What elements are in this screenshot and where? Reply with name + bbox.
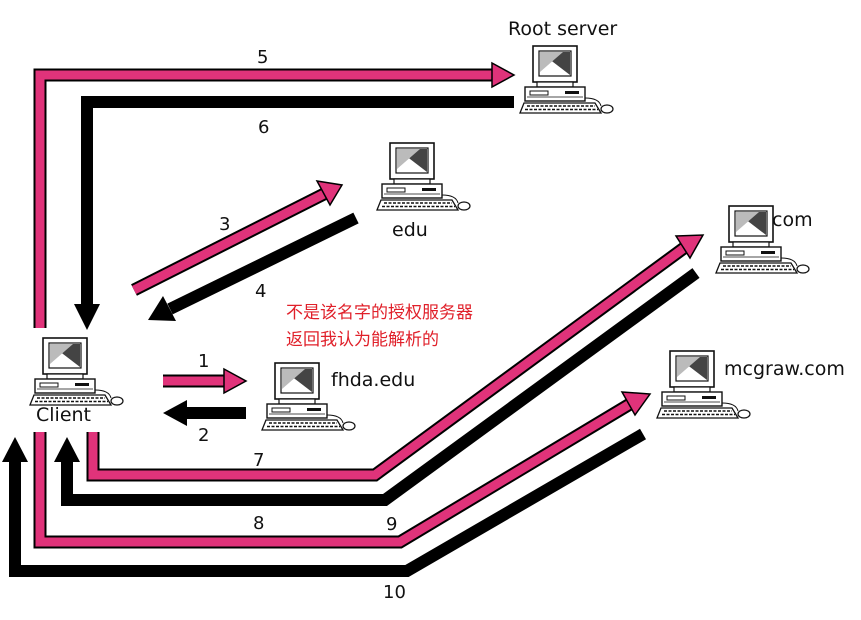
edu-server-computer-icon (376, 142, 471, 211)
arrow-9-head (620, 391, 652, 417)
step-9-label: 9 (386, 514, 397, 535)
arrow-7-outline (86, 242, 688, 482)
arrow-10-response (9, 428, 647, 577)
step-3-label: 3 (219, 214, 230, 235)
arrow-9-request (35, 400, 633, 547)
arrow-4-head (148, 296, 176, 321)
arrow-6-head (74, 304, 100, 330)
arrow-3-head (315, 180, 344, 207)
arrow-7-request (88, 244, 687, 480)
note-line-2: 返回我认为能解析的 (286, 330, 439, 350)
arrow-4-response (167, 212, 359, 315)
step-8-label: 8 (253, 513, 264, 534)
root-server-label: Root server (508, 18, 617, 40)
edu-label: edu (392, 219, 428, 241)
root-server-computer-icon (519, 45, 614, 114)
step-4-label: 4 (255, 281, 266, 302)
arrow-10-head (2, 437, 28, 462)
arrow-1-head (223, 367, 248, 395)
note-line-1: 不是该名字的授权服务器 (286, 303, 473, 323)
step-6-label: 6 (258, 117, 269, 138)
step-1-label: 1 (198, 351, 209, 372)
arrow-7-head (674, 234, 705, 260)
arrow-5-request (35, 70, 495, 328)
arrow-8-head (54, 437, 80, 462)
step-2-label: 2 (198, 425, 209, 446)
arrow-2-head (163, 400, 187, 426)
step-5-label: 5 (257, 47, 268, 68)
fhda-label: fhda.edu (331, 369, 415, 391)
client-label: Client (36, 404, 91, 426)
step-10-label: 10 (383, 582, 406, 603)
arrow-6-response (81, 96, 514, 307)
mcgraw-label: mcgraw.com (724, 358, 845, 380)
arrow-5-head (491, 61, 516, 89)
arrow-3-request (131, 188, 329, 295)
client-computer-icon (29, 337, 124, 406)
arrow-8-response (61, 268, 700, 506)
step-7-label: 7 (253, 450, 264, 471)
com-label: com (772, 209, 813, 231)
